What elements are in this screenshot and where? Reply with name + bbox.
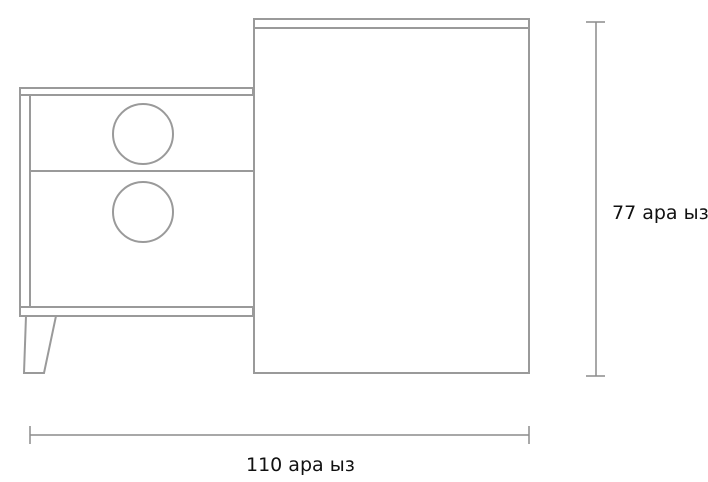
nightstand-leg xyxy=(22,315,58,374)
height-label: 77 ара ыз xyxy=(612,202,708,224)
cabinet xyxy=(253,18,530,374)
drawer-knob-bottom xyxy=(112,181,174,243)
nightstand xyxy=(19,87,254,374)
dimension-lines xyxy=(29,21,605,444)
cabinet-body xyxy=(253,27,530,374)
drawer-knob-top xyxy=(112,103,174,165)
nightstand-top-rail xyxy=(19,87,254,96)
nightstand-side-post xyxy=(19,94,31,308)
width-label: 110 ара ыз xyxy=(246,454,355,476)
nightstand-bottom-rail xyxy=(19,306,254,317)
cabinet-top xyxy=(253,18,530,29)
